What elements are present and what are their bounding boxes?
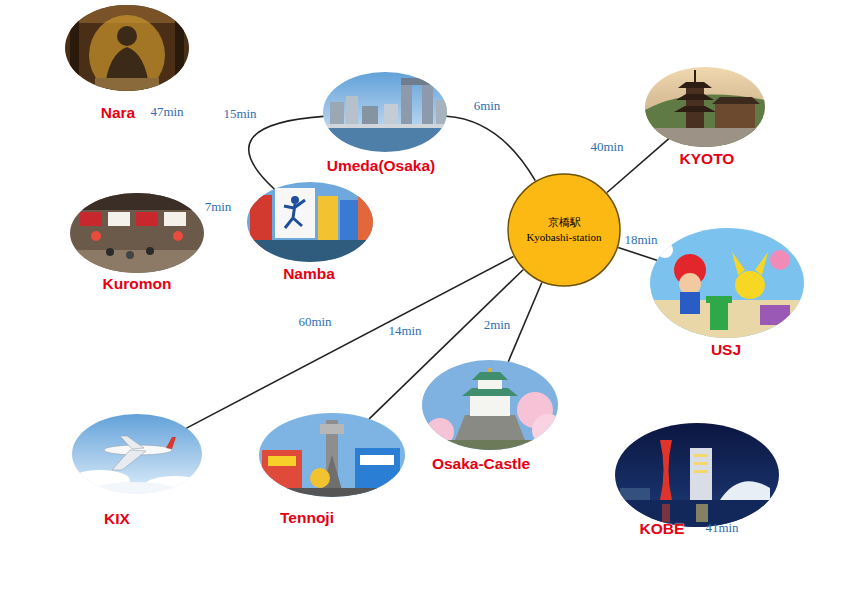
route-line <box>618 248 657 261</box>
place-name: Tennoji <box>280 509 334 527</box>
place-photo: KOBE <box>615 423 779 540</box>
route-line <box>508 283 542 362</box>
travel-time: 18min <box>624 233 657 248</box>
station-name: 京橋駅 <box>548 215 581 230</box>
station-disc <box>508 174 620 286</box>
travel-time: 60min <box>298 315 331 330</box>
travel-time: 41min <box>705 521 738 536</box>
place-photo: KIX <box>72 414 202 530</box>
place-name: KIX <box>104 510 130 528</box>
place-name: Nara <box>101 104 135 122</box>
place-name: Namba <box>283 265 335 283</box>
travel-time: 6min <box>474 99 501 114</box>
travel-time: 14min <box>388 324 421 339</box>
station-name: Kyobashi-station <box>526 230 601 245</box>
place-photo: Osaka-Castle <box>422 360 558 475</box>
route-line <box>447 116 536 180</box>
place-photo: USJ <box>650 228 804 361</box>
place-photo: Kuromon <box>70 193 204 295</box>
station-outline <box>507 173 621 287</box>
travel-time: 40min <box>590 140 623 155</box>
place-photo: Namba <box>247 182 373 285</box>
place-name: Osaka-Castle <box>432 455 530 473</box>
route-line <box>369 270 523 419</box>
place-name: USJ <box>711 341 741 359</box>
place-name: Umeda(Osaka) <box>327 157 436 175</box>
travel-time: 15min <box>223 107 256 122</box>
place-photo: Umeda(Osaka) <box>323 72 447 177</box>
place-name: KOBE <box>640 520 685 538</box>
travel-time: 47min <box>150 105 183 120</box>
travel-time: 2min <box>484 318 511 333</box>
place-name: Kuromon <box>103 275 172 293</box>
route-line <box>187 257 514 429</box>
route-line <box>249 116 324 189</box>
place-photo: KYOTO <box>645 67 765 170</box>
place-name: KYOTO <box>680 150 735 168</box>
travel-time: 7min <box>205 200 232 215</box>
place-photo: Tennoji <box>259 413 405 529</box>
station-circle: 京橋駅Kyobashi-station <box>507 173 621 287</box>
